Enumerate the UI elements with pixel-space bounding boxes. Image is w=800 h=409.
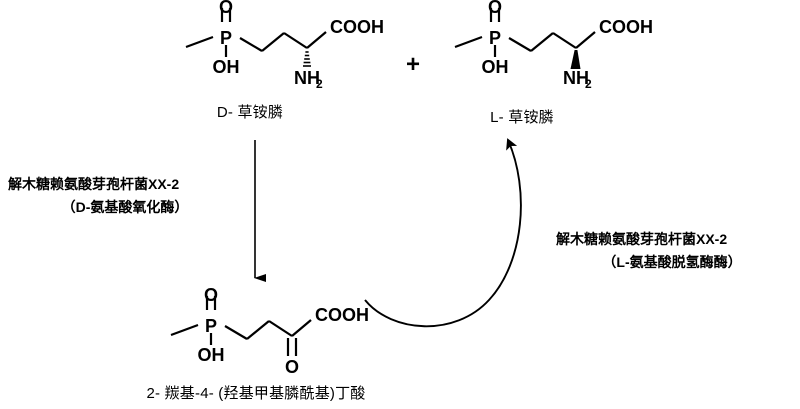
chain-bond-2 xyxy=(530,32,554,52)
chain-bond-1 xyxy=(239,37,263,52)
molecule-label-keto-acid: 2- 羰基-4- (羟基甲基膦酰基)丁酸 xyxy=(147,385,366,402)
atom-phosphorus: P xyxy=(489,28,501,48)
atom-amine-subscript: 2 xyxy=(585,77,592,91)
chain-bond-2 xyxy=(246,320,270,340)
enzyme-name-line: （L-氨基酸脱氢酶酶） xyxy=(602,254,741,270)
molecule-keto-acid: O P OH COOH O 2- 羰基-4- (羟基甲基膦酰基)丁酸 xyxy=(147,285,370,402)
enzyme-organism-line: 解木糖赖氨酸芽孢杆菌XX-2 xyxy=(8,176,179,192)
molecule-d-glufosinate: O P OH COOH NH 2 D- 草铵膦 xyxy=(185,0,384,121)
phosphoryl-double-bond xyxy=(489,8,501,22)
p-methyl-bond xyxy=(454,35,483,49)
chain-bond-carboxyl xyxy=(291,319,312,337)
atom-hydroxyl: OH xyxy=(213,57,240,77)
enzyme-name-line: （D-氨基酸氧化酶） xyxy=(62,199,189,215)
chain-bond-1 xyxy=(224,325,248,340)
molecule-label-d-glufosinate: D- 草铵膦 xyxy=(217,104,283,121)
atom-phosphoryl-oxygen: O xyxy=(488,0,502,17)
amination-enzyme-label: 解木糖赖氨酸芽孢杆菌XX-2 （L-氨基酸脱氢酶酶） xyxy=(556,231,742,270)
chain-bond-2 xyxy=(261,32,285,52)
p-methyl-bond xyxy=(170,323,199,337)
p-methyl-bond xyxy=(185,35,214,49)
chain-bond-1 xyxy=(508,37,532,52)
amination-arrow xyxy=(364,138,522,328)
ketone-double-bond xyxy=(286,338,298,356)
atom-phosphoryl-oxygen: O xyxy=(219,0,233,17)
atom-hydroxyl: OH xyxy=(482,57,509,77)
atom-ketone-oxygen: O xyxy=(285,357,299,377)
chain-bond-carboxyl xyxy=(306,31,327,49)
atom-carboxyl: COOH xyxy=(330,17,384,37)
atom-hydroxyl: OH xyxy=(198,345,225,365)
atom-amine: NH xyxy=(563,68,589,88)
chain-bond-3 xyxy=(268,320,293,337)
oxidation-enzyme-label: 解木糖赖氨酸芽孢杆菌XX-2 （D-氨基酸氧化酶） xyxy=(8,176,188,215)
atom-carboxyl: COOH xyxy=(315,305,369,325)
atom-amine-subscript: 2 xyxy=(316,77,323,91)
phosphoryl-double-bond xyxy=(220,8,232,22)
chain-bond-3 xyxy=(552,32,577,49)
molecule-label-l-glufosinate: L- 草铵膦 xyxy=(490,109,554,126)
chain-bond-carboxyl xyxy=(575,31,596,49)
plus-operator: + xyxy=(406,51,420,78)
atom-phosphorus: P xyxy=(205,316,217,336)
enzyme-organism-line: 解木糖赖氨酸芽孢杆菌XX-2 xyxy=(556,231,727,247)
molecule-l-glufosinate: O P OH COOH NH 2 L- 草铵膦 xyxy=(454,0,653,126)
solid-wedge-bond xyxy=(570,50,581,69)
phosphoryl-double-bond xyxy=(205,296,217,310)
atom-carboxyl: COOH xyxy=(599,17,653,37)
atom-phosphoryl-oxygen: O xyxy=(204,285,218,305)
chain-bond-3 xyxy=(283,32,308,49)
atom-amine: NH xyxy=(294,68,320,88)
atom-phosphorus: P xyxy=(220,28,232,48)
hashed-wedge-bond xyxy=(303,51,311,67)
